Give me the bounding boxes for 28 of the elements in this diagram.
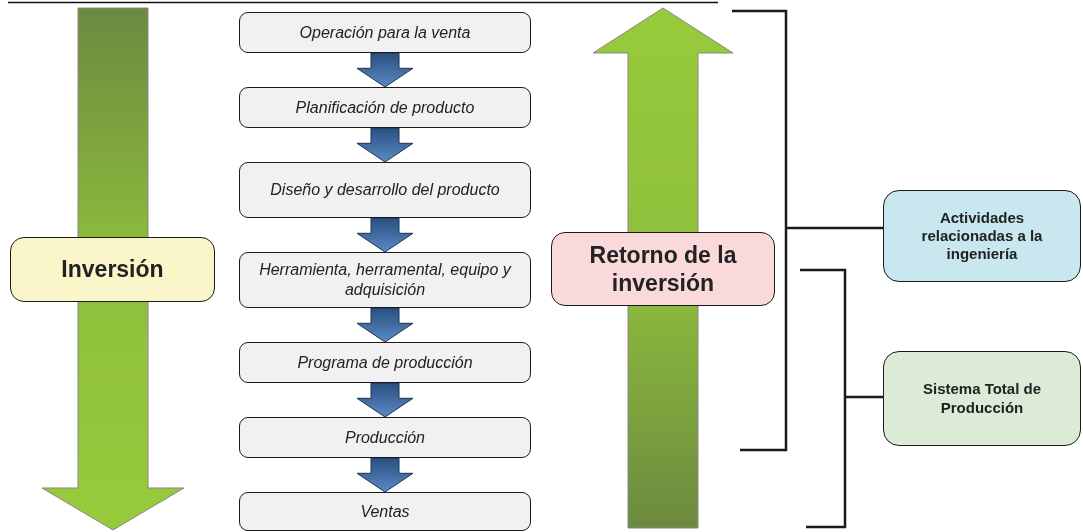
block-arrow (356, 217, 414, 253)
box-text: Planificación de producto (295, 97, 475, 118)
process-box (239, 417, 531, 458)
box-text: Producción (344, 427, 425, 448)
label-box (10, 237, 215, 302)
process-box (239, 12, 531, 53)
block-arrow (356, 382, 414, 418)
box-text: Programa de producción (297, 352, 473, 373)
process-box (239, 162, 531, 218)
box-text: Herramienta, herramental, equipo y adquisición (258, 260, 513, 300)
block-arrow (356, 307, 414, 343)
label-box (883, 351, 1081, 446)
process-box (239, 492, 531, 531)
process-box (239, 342, 531, 383)
box-text: Diseño y desarrollo del producto (270, 180, 500, 200)
process-box (239, 87, 531, 128)
box-text: Retorno de la inversión (588, 240, 738, 298)
process-box (239, 252, 531, 308)
box-text: Ventas (360, 501, 410, 522)
block-arrow (356, 127, 414, 163)
box-text: Actividades relacionadas a la ingeniería (920, 208, 1044, 264)
label-box (551, 232, 775, 306)
block-arrow (356, 52, 414, 88)
box-text: Operación para la venta (299, 22, 471, 43)
label-box (883, 190, 1081, 282)
block-arrow (356, 457, 414, 493)
box-text: Sistema Total de Producción (921, 380, 1043, 417)
box-text: Inversión (61, 255, 164, 284)
